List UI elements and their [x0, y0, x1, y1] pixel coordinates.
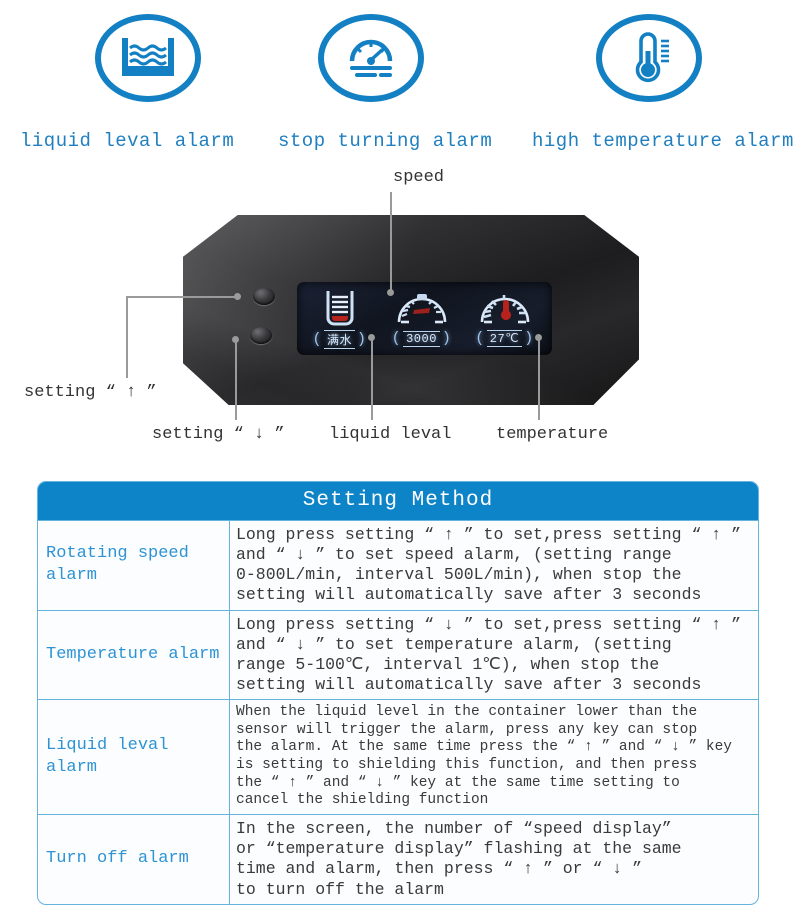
- speed-gauge-icon: [395, 287, 449, 329]
- table-row: Turn off alarm In the screen, the number …: [38, 814, 758, 904]
- table-row-description: In the screen, the number of “speed disp…: [230, 815, 758, 904]
- table-row-description-line: When the liquid level in the container l…: [236, 704, 698, 720]
- table-row-description-line: cancel the shielding function: [236, 792, 489, 809]
- table-row-description-line: to turn off the alarm: [236, 879, 444, 899]
- callout-line-setting-up-v: [126, 296, 128, 378]
- table-row-description-line: the alarm. At the same time press the “ …: [236, 739, 732, 756]
- table-row-description-line: is setting to shielding this function, a…: [236, 757, 698, 774]
- table-row-description: When the liquid level in the container l…: [230, 700, 758, 814]
- callout-line-setting-up-h: [126, 296, 236, 298]
- table-title: Setting Method: [38, 482, 758, 520]
- table-row-label: Temperature alarm: [38, 610, 230, 699]
- table-row: Liquid leval alarm When the liquid level …: [38, 699, 758, 815]
- lcd-panel: ( 满水 ): [297, 282, 552, 355]
- table-row-description-line: and “ ↓ ” to set speed alarm, (setting r…: [236, 545, 672, 565]
- table-row: Temperature alarm Long press setting “ ↓ …: [38, 609, 758, 700]
- callout-label-liquid-level: liquid leval: [329, 425, 452, 444]
- feature-label: liquid leval alarm: [20, 130, 235, 152]
- feature-strip: liquid leval alarm stop turning alarm: [0, 0, 800, 160]
- lcd-temperature-value-row: ( 27℃ ): [475, 330, 533, 347]
- feature-label: stop turning alarm: [278, 130, 493, 152]
- callout-label-temperature: temperature: [496, 425, 609, 444]
- feature-badge: [596, 14, 702, 102]
- lcd-temperature-cell: ( 27℃ ): [465, 287, 544, 351]
- table-row-description-line: sensor will trigger the alarm, press any…: [236, 721, 698, 738]
- feature-liquid-level: liquid leval alarm: [20, 14, 234, 152]
- thermometer-icon: [635, 32, 669, 83]
- callout-line-speed: [390, 192, 392, 292]
- callout-dot-liquid-level: [368, 334, 375, 341]
- lcd-liquid-level-value-row: ( 满水 ): [312, 330, 366, 349]
- callout-dot-setting-up: [234, 293, 241, 300]
- bracket-left: (: [475, 330, 485, 347]
- feature-label: high temperature alarm: [532, 130, 794, 152]
- table-row-description-line: In the screen, the number of “speed disp…: [236, 819, 672, 839]
- speedometer-icon: [349, 39, 393, 77]
- table-row-description: Long press setting “ ↓ ” to set,press se…: [230, 611, 758, 700]
- tank-level-icon: [320, 287, 360, 329]
- bracket-right: ): [441, 330, 452, 347]
- table-row-description-line: and “ ↓ ” to set temperature alarm, (set…: [236, 634, 672, 654]
- table-row-description-line: range 5-100℃, interval 1℃), when stop th…: [236, 654, 660, 674]
- liquid-level-icon: [122, 38, 174, 76]
- callout-label-speed: speed: [393, 168, 445, 187]
- setting-down-button[interactable]: [250, 327, 272, 344]
- table-row-label: Liquid leval alarm: [38, 700, 230, 815]
- callout-dot-speed: [387, 289, 394, 296]
- table-row: Rotating speed alarm Long press setting “…: [38, 520, 758, 610]
- table-row-description-line: the “ ↑ ” and “ ↓ ” key at the same time…: [236, 774, 680, 791]
- lcd-speed-cell: ( 3000 ): [382, 287, 461, 351]
- callout-line-liquid-level: [371, 338, 373, 420]
- setting-up-button[interactable]: [253, 288, 275, 305]
- callout-dot-temperature: [535, 334, 542, 341]
- table-row-description-line: 0-800L/min, interval 500L/min), when sto…: [236, 565, 682, 585]
- lcd-temperature-value: 27℃: [486, 330, 523, 347]
- lcd-liquid-level-cell: ( 满水 ): [300, 287, 379, 351]
- lcd-liquid-level-value: 满水: [323, 330, 355, 349]
- temp-gauge-icon: [478, 287, 532, 329]
- callout-line-setting-down: [235, 340, 237, 420]
- table-row-description: Long press setting “ ↑ ” to set,press se…: [230, 521, 758, 610]
- table-row-description-line: or “temperature display” flashing at the…: [236, 839, 682, 859]
- table-row-description-line: Long press setting “ ↑ ” to set,press se…: [236, 525, 741, 544]
- lcd-speed-value: 3000: [403, 330, 440, 347]
- bracket-right: ): [524, 330, 534, 347]
- table-row-label: Turn off alarm: [38, 815, 230, 904]
- table-row-label: Rotating speed alarm: [38, 521, 230, 610]
- feature-badge: [318, 14, 424, 102]
- table-row-description-line: Long press setting “ ↓ ” to set,press se…: [236, 614, 741, 634]
- callout-dot-setting-down: [232, 336, 239, 343]
- callout-label-setting-up: setting “ ↑ ”: [24, 383, 157, 402]
- table-row-description-line: time and alarm, then press “ ↑ ” or “ ↓ …: [236, 859, 642, 879]
- feature-badge: [95, 14, 201, 102]
- bracket-left: (: [312, 331, 322, 348]
- table-row-description-line: setting will automatically save after 3 …: [236, 674, 702, 694]
- bracket-left: (: [391, 330, 402, 347]
- feature-high-temperature: high temperature alarm: [532, 14, 793, 152]
- bracket-right: ): [357, 331, 367, 348]
- device-figure: ( 满水 ): [0, 160, 800, 470]
- callout-label-setting-down: setting “ ↓ ”: [152, 425, 285, 444]
- callout-line-temperature: [538, 338, 540, 420]
- table-row-description-line: setting will automatically save after 3 …: [236, 585, 702, 605]
- lcd-speed-value-row: ( 3000 ): [392, 330, 452, 347]
- feature-stop-turning: stop turning alarm: [278, 14, 492, 152]
